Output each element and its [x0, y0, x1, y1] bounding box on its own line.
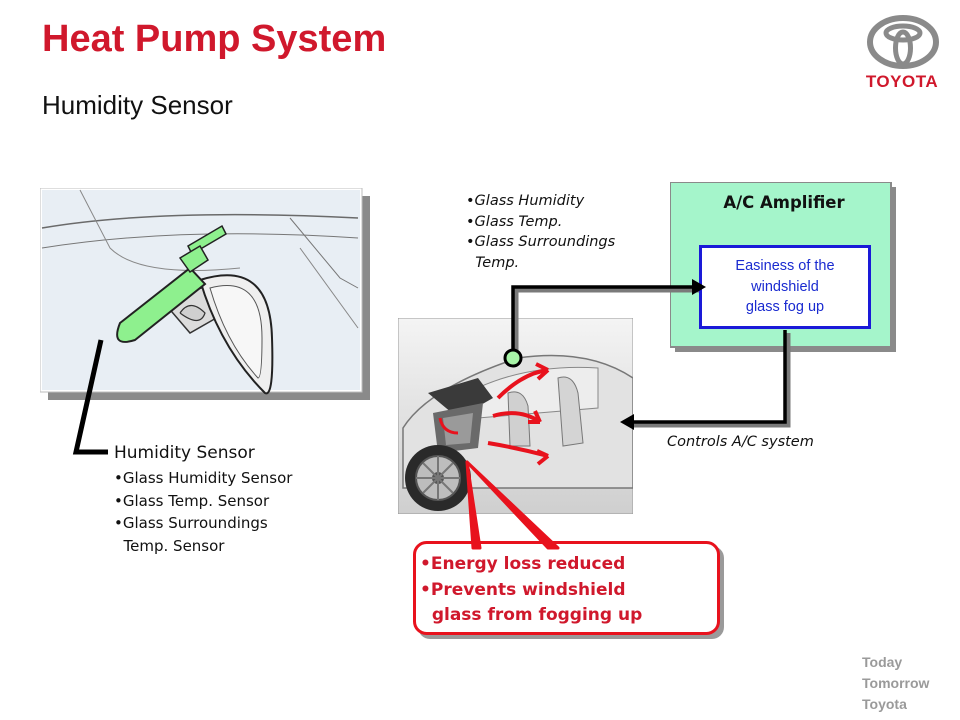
- benefits-callout-box: [413, 541, 724, 639]
- page-title: Heat Pump System: [42, 18, 387, 60]
- amplifier-function-line: Easiness of the: [735, 258, 835, 274]
- benefits-list: •Energy loss reduced •Prevents windshiel…: [420, 552, 642, 629]
- tagline-line: Today: [862, 654, 903, 670]
- page-subtitle: Humidity Sensor: [42, 90, 233, 120]
- controls-label: Controls A/C system: [667, 434, 814, 450]
- footer-tagline: Today Tomorrow Toyota: [862, 652, 929, 715]
- glass-input-item: Temp.: [466, 254, 520, 271]
- amplifier-function-text: Easiness of the windshield glass fog up: [702, 256, 868, 318]
- benefit-item: glass from fogging up: [420, 605, 643, 625]
- benefit-item: •Energy loss reduced: [420, 554, 626, 574]
- tagline-line: Tomorrow: [862, 675, 930, 691]
- sensor-list-item: •Glass Surroundings: [114, 514, 268, 532]
- glass-input-list: •Glass Humidity •Glass Temp. •Glass Surr…: [466, 191, 615, 273]
- brand-wordmark: TOYOTA: [865, 72, 939, 91]
- glass-input-item: •Glass Surroundings: [466, 234, 616, 250]
- sensor-list: •Glass Humidity Sensor •Glass Temp. Sens…: [114, 467, 292, 557]
- glass-input-item: •Glass Humidity: [466, 193, 585, 209]
- amplifier-function-box: [699, 245, 871, 329]
- sensor-illustration: [40, 188, 370, 400]
- sensor-list-item: •Glass Temp. Sensor: [114, 491, 270, 510]
- tagline-line: Toyota: [862, 696, 907, 712]
- benefit-item: •Prevents windshield: [420, 579, 626, 600]
- amplifier-function-line: windshield: [751, 278, 819, 295]
- toyota-emblem-icon: [867, 15, 939, 69]
- sensor-caption: Humidity Sensor: [114, 443, 255, 463]
- amplifier-function-line: glass fog up: [745, 299, 825, 315]
- glass-input-item: •Glass Temp.: [466, 213, 563, 230]
- sensor-list-item: •Glass Humidity Sensor: [114, 469, 293, 487]
- sensor-list-item: Temp. Sensor: [114, 536, 225, 555]
- car-cutaway-photo: [398, 318, 633, 514]
- ac-amplifier-title: A/C Amplifier: [723, 193, 845, 212]
